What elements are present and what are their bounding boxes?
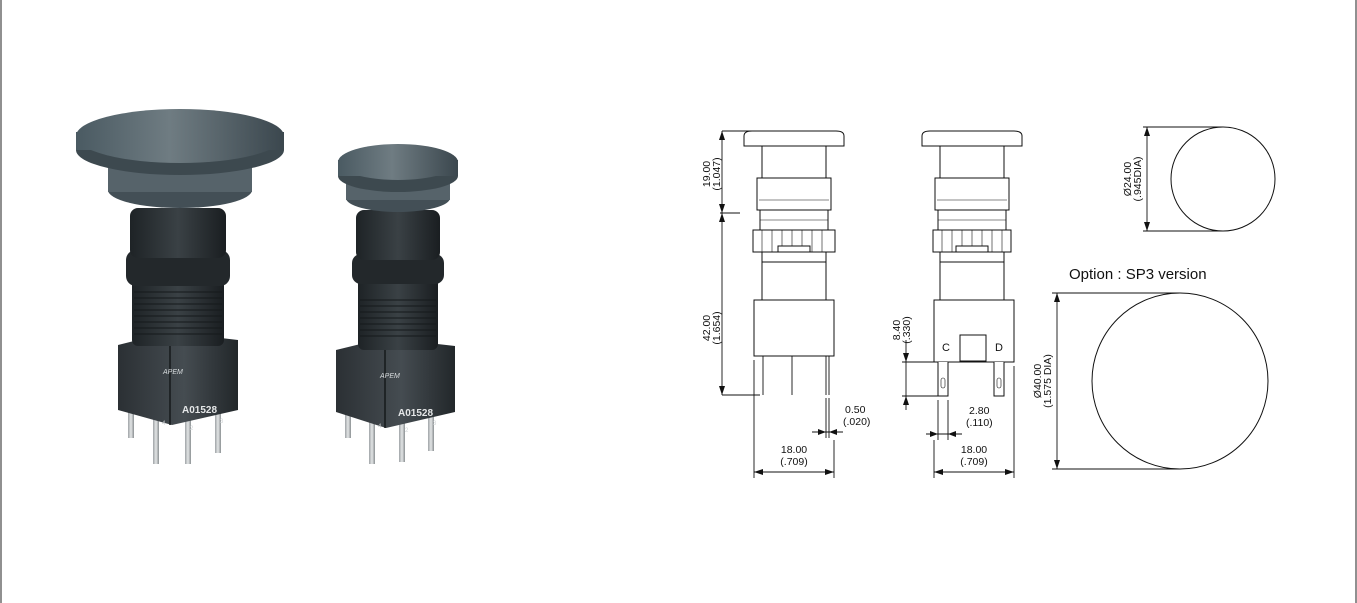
terminal-d-label: D [995,342,1003,354]
pin [128,398,134,438]
drawing-terminal-hole [996,377,1002,389]
arrow-head [719,131,725,140]
arrow-head [1005,469,1014,475]
terminal-number-label: 4 [162,421,166,427]
arrow-head [719,204,725,213]
dimension-label: (.709) [960,456,987,468]
cap-edge [338,160,458,176]
dimension-label: 18.00 [781,444,807,456]
pin [153,410,159,464]
drawing-plunger [761,145,827,179]
dimension-label: Ø24.00 [1122,162,1134,197]
pin [215,405,221,453]
arrow-head [1144,127,1150,136]
arrow-head [818,429,826,435]
drawing-lower-nut [939,251,1005,263]
terminal-number-label: 2 [190,426,194,432]
brand-label: APEM [162,369,183,376]
dimension-label: (1.047) [711,157,723,190]
terminal-number-label: 3 [220,419,224,425]
dimension-label: 8.40 [891,320,903,341]
arrow-head [930,431,938,437]
arrow-head [829,429,837,435]
model-label: A01528 [398,408,433,419]
dimension-label: 18.00 [961,444,987,456]
terminal-number-label: 3 [433,421,437,427]
cap-option-view: Ø40.00 (1.575 DIA) [1032,292,1269,470]
pin [185,414,191,464]
dimension-label: (1.654) [711,311,723,344]
switch-photo-large: APEM A01528 4 2 3 [76,109,284,464]
dimension-label: 0.50 [845,404,866,416]
pin [428,405,434,451]
drawing-collar [756,177,832,211]
dimension-label: Ø40.00 [1032,364,1044,399]
terminal-number-label: 4 [378,424,382,430]
drawing-terminal-tab [993,362,1005,397]
model-label: A01528 [182,405,217,416]
mounting-ring [352,254,444,284]
drawing-housing [939,261,1005,301]
dimension-label: (.945DIA) [1132,157,1144,202]
thread-lines [134,291,222,335]
dimension-label: (.330) [901,316,913,343]
arrow-head [1054,460,1060,469]
arrow-head [754,469,763,475]
dimension-label: 42.00 [701,315,713,341]
option-label: Option : SP3 version [1069,266,1207,283]
mounting-ring [126,250,230,286]
base-block [336,338,455,428]
drawing-housing [761,261,827,301]
dimension-label: (.709) [780,456,807,468]
base-block [118,332,238,425]
drawing-terminal-tab [937,362,949,397]
pin [345,400,351,438]
cap-edge [76,132,284,150]
dimension-label: (1.575 DIA) [1042,354,1054,408]
cap-option-circle [1091,292,1269,470]
pin [369,412,375,464]
arrow-head [948,431,956,437]
thread-lines [360,299,436,337]
arrow-head [1054,293,1060,302]
pin [399,414,405,462]
drawing-cap [743,130,845,147]
arrow-head [903,396,909,405]
dimension-label: (.110) [966,417,993,429]
drawing-terminal-hole [940,377,946,389]
arrow-head [903,353,909,362]
dimension-label: 2.80 [969,405,990,417]
switch-photo-small: APEM A01528 4 2 3 [336,144,458,464]
drawing-lower-nut [761,251,827,263]
collar [130,208,226,258]
brand-label: APEM [379,373,400,380]
drawing-side-view: C D 8.40 (.330) 2.80 (.110) 18.00 (.709) [891,130,1023,478]
dimension-label: (.020) [843,416,870,428]
drawing-base [753,299,835,357]
arrow-head [934,469,943,475]
drawing-collar [934,177,1010,211]
arrow-head [1144,222,1150,231]
drawing-front-view: 19.00 (1.047) 42.00 (1.654) 0.50 (.020) … [701,130,870,478]
arrow-head [825,469,834,475]
collar [356,210,440,260]
terminal-c-label: C [942,342,950,354]
drawing-terminal-block [959,334,987,362]
cap-standard-view: Ø24.00 (.945DIA) [1122,126,1276,232]
terminal-number-label: 2 [405,428,409,434]
drawing-cap [921,130,1023,147]
arrow-head [719,386,725,395]
arrow-head [719,213,725,222]
dimension-label: 19.00 [701,161,713,187]
cap-standard-circle [1170,126,1276,232]
drawing-plunger [939,145,1005,179]
